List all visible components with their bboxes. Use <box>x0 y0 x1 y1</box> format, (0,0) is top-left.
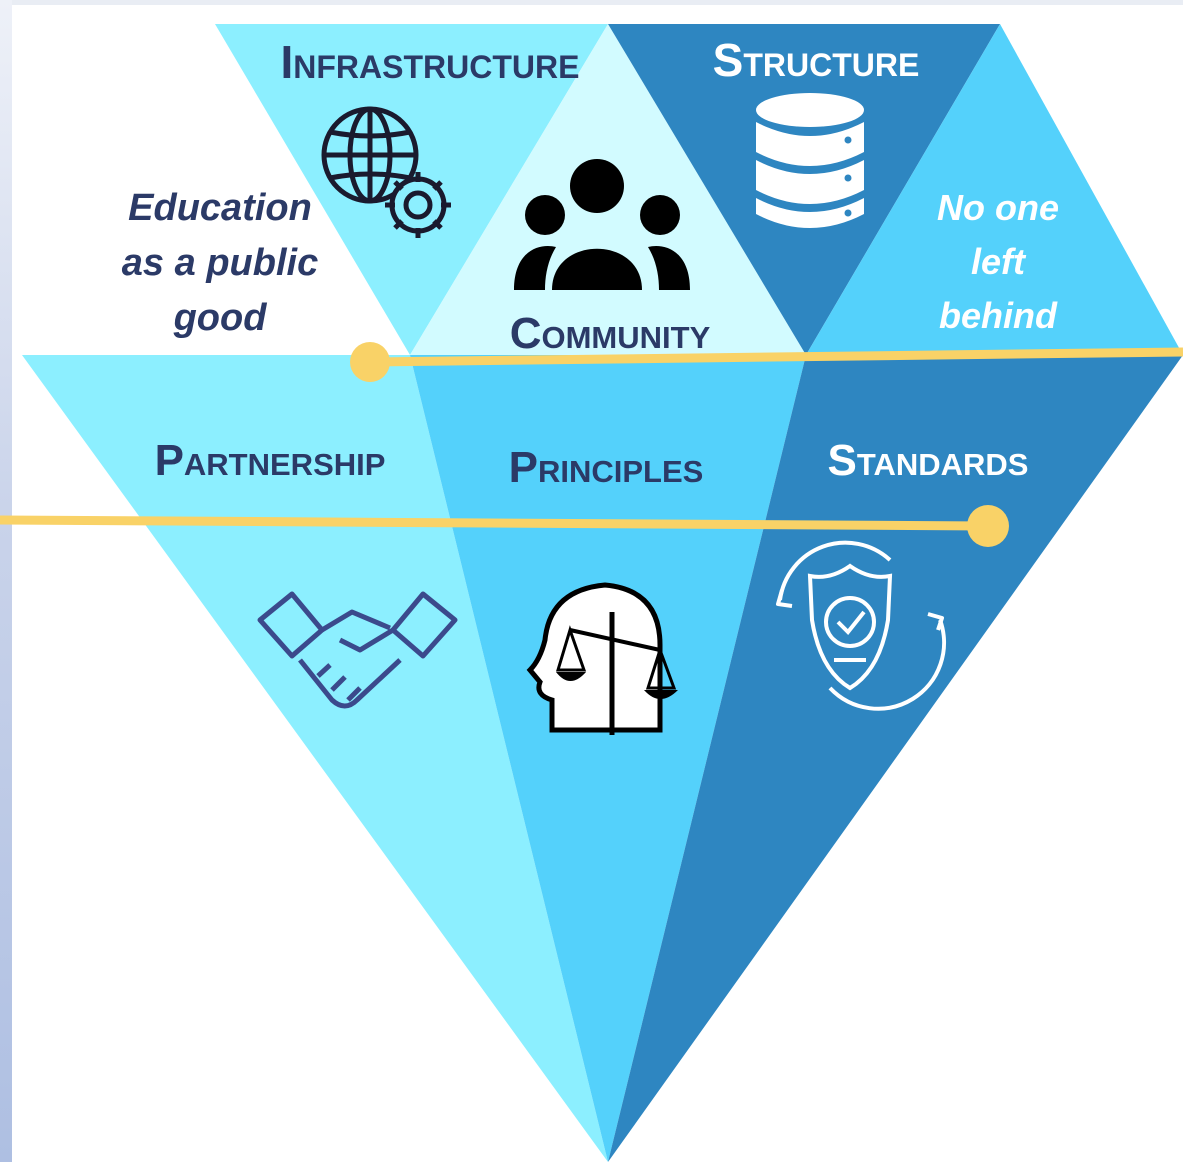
standards-segment <box>608 355 1183 1162</box>
left-quote: Education as a public good <box>122 187 318 339</box>
partnership-label: Partnership <box>155 436 386 485</box>
top-edge <box>0 0 1183 5</box>
shield-check-icon <box>776 540 946 711</box>
infrastructure-label: Infrastructure <box>281 36 580 88</box>
gear-icon <box>385 172 451 238</box>
right-quote-line-1: No one <box>937 187 1059 228</box>
lower-connector-dot <box>967 505 1009 547</box>
left-edge <box>0 0 12 1162</box>
globe-gear-icon <box>321 106 451 238</box>
upper-connector-line <box>369 347 1183 367</box>
left-quote-line-2: as a public <box>122 242 318 284</box>
structure-label: Structure <box>713 34 920 86</box>
left-quote-line-3: good <box>173 297 268 339</box>
head-scales-icon <box>526 582 678 735</box>
right-top-segment <box>806 24 1183 355</box>
principles-label: Principles <box>509 443 704 492</box>
right-quote-line-3: behind <box>939 295 1058 336</box>
handshake-icon <box>257 591 458 709</box>
partnership-segment <box>22 355 608 1162</box>
upper-connector-dot <box>350 342 390 382</box>
right-quote-line-2: left <box>971 241 1027 282</box>
standards-label: Standards <box>828 436 1029 485</box>
database-icon <box>756 93 864 228</box>
principles-segment <box>410 355 806 1162</box>
community-label: Community <box>510 309 711 358</box>
right-quote: No one left behind <box>937 187 1059 336</box>
left-quote-line-1: Education <box>128 187 312 229</box>
lower-connector-line <box>0 515 989 531</box>
community-people-icon <box>514 159 690 290</box>
